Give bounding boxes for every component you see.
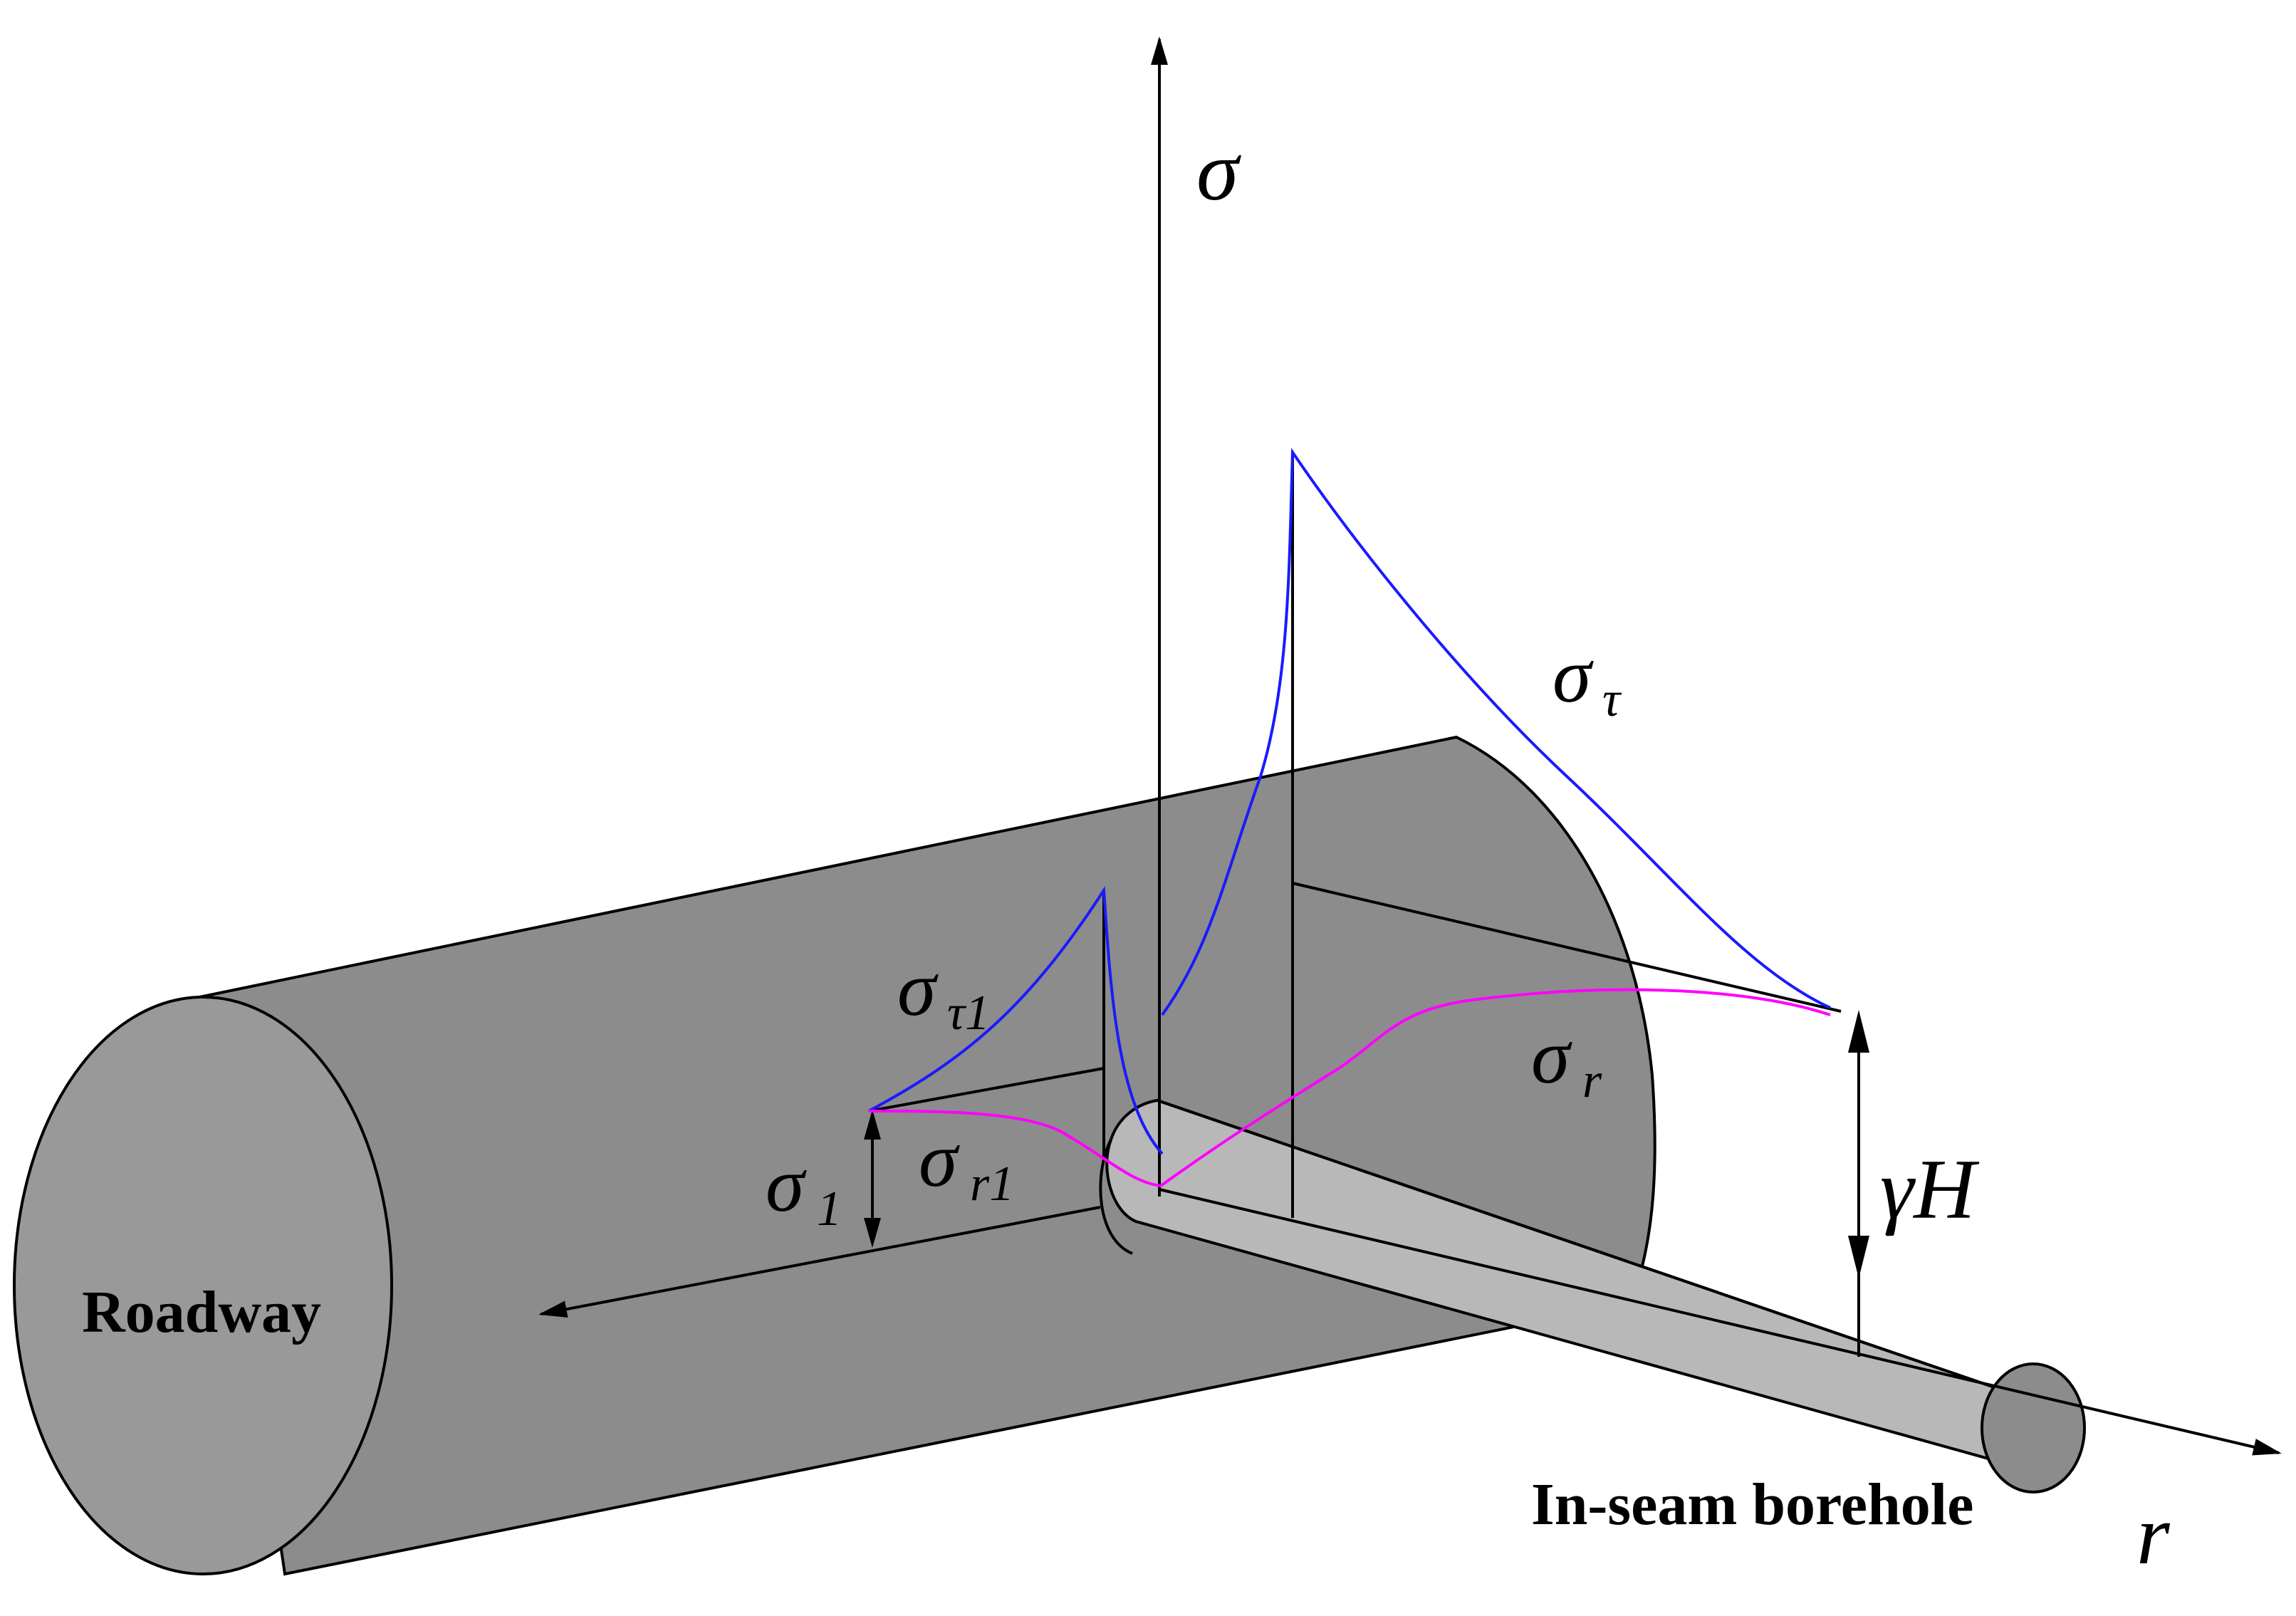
sigma-tau1-label: σ τ1	[897, 945, 990, 1041]
sigma-axis-label: σ	[1196, 123, 1241, 218]
svg-text:r: r	[1582, 1053, 1602, 1108]
svg-text:σ: σ	[766, 1141, 807, 1228]
roadway-cylinder-body	[197, 735, 1656, 1576]
borehole-end-face	[1981, 1362, 2086, 1494]
sigma-r1-label: σ r1	[919, 1116, 1014, 1211]
tangential-stress-curve-roadway	[868, 885, 1164, 1155]
sigma-1-label: σ 1	[766, 1141, 842, 1236]
roadway-axis	[538, 1206, 1101, 1318]
roadway-peak-horizontal-line	[868, 1067, 1105, 1112]
svg-text:1: 1	[817, 1182, 842, 1236]
borehole-cylinder-body	[1105, 1098, 2042, 1469]
r-axis	[1159, 1188, 2282, 1456]
gamma-h-label: γH	[1880, 1142, 1980, 1236]
borehole-top-edge	[1157, 1099, 2041, 1404]
roadway-end-face	[13, 996, 393, 1575]
roadway-label: Roadway	[82, 1279, 321, 1345]
sigma-r-label: σ r	[1531, 1013, 1602, 1108]
svg-text:τ1: τ1	[947, 986, 990, 1041]
tangential-stress-curve	[1161, 447, 1831, 1016]
borehole-mouth-arc	[1099, 1139, 1133, 1255]
svg-text:σ: σ	[1531, 1013, 1572, 1100]
peak-horizontal-line	[1292, 882, 1842, 1013]
radial-stress-curve-roadway	[868, 1110, 1162, 1187]
borehole-label: In-seam borehole	[1531, 1471, 1973, 1538]
svg-text:r1: r1	[970, 1157, 1014, 1211]
sigma-tau-label: σ τ	[1553, 632, 1622, 727]
r-axis-label: r	[2136, 1487, 2171, 1582]
svg-text:σ: σ	[897, 945, 939, 1032]
radial-stress-curve	[1159, 988, 1831, 1187]
svg-text:τ: τ	[1602, 672, 1622, 727]
svg-text:σ: σ	[919, 1116, 960, 1203]
svg-text:σ: σ	[1553, 632, 1594, 719]
